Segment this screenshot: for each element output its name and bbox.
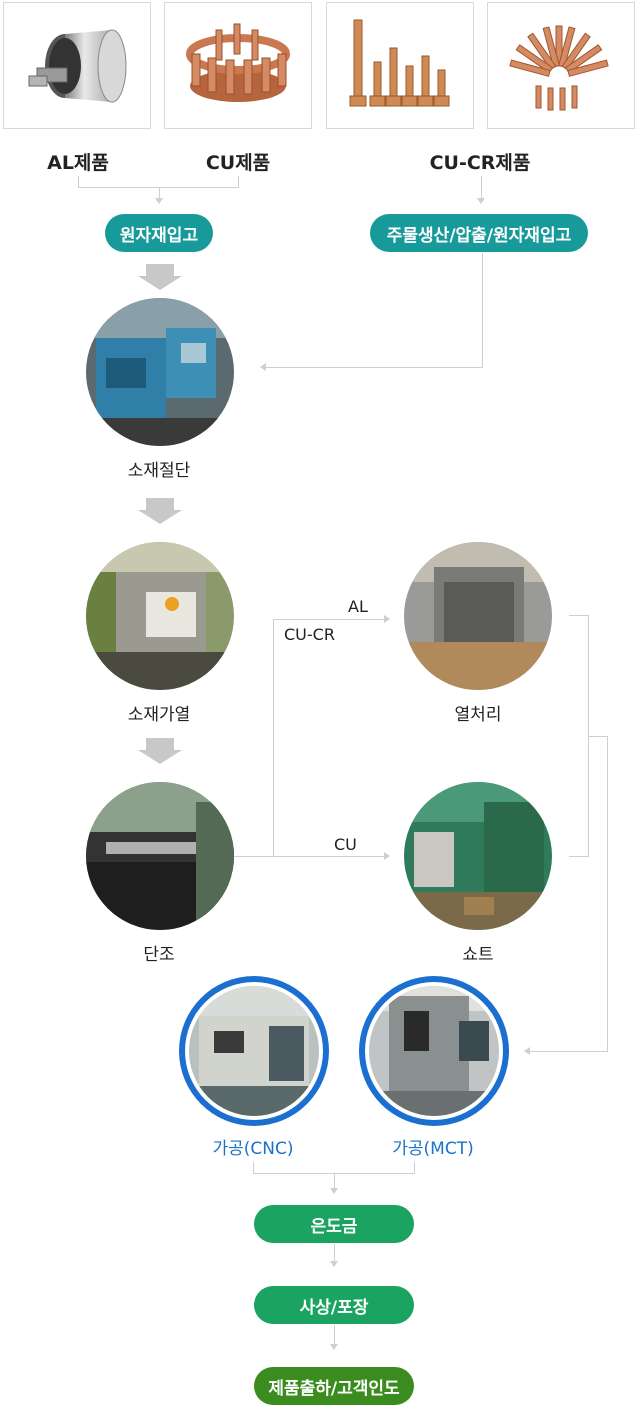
connector-line — [588, 736, 608, 737]
chevron-down-icon — [138, 498, 182, 524]
arrow-down-icon — [477, 198, 485, 204]
arrow-down-icon — [330, 1188, 338, 1194]
connector-line — [530, 1051, 608, 1052]
step-silver-plating: 은도금 — [254, 1205, 414, 1243]
copper-pins-icon — [509, 25, 609, 110]
branch-label-al: AL — [348, 597, 368, 616]
connector-line — [607, 736, 608, 1052]
connector-line — [266, 367, 483, 368]
branch-label-cu: CU — [334, 835, 357, 854]
cnc-lathe-icon — [185, 982, 323, 1120]
connector-line — [482, 253, 483, 367]
arrow-left-icon — [524, 1047, 530, 1055]
connector-line — [334, 1244, 335, 1262]
arrow-down-icon — [155, 198, 163, 204]
photo-shot-blasting — [404, 782, 552, 930]
arrow-down-icon — [330, 1261, 338, 1267]
copper-rods-icon — [349, 19, 450, 106]
product-label-al: AL제품 — [47, 152, 109, 174]
stage-label-heat-treatment: 열처리 — [454, 705, 502, 725]
product-image-cucr — [326, 2, 474, 129]
heat-treatment-furnace-icon — [404, 542, 552, 690]
stage-label-forging: 단조 — [143, 945, 175, 965]
photo-forging — [86, 782, 234, 930]
connector-line — [253, 1162, 254, 1174]
product-label-cu: CU제품 — [205, 152, 271, 174]
connector-line — [78, 187, 239, 188]
product-label-cucr: CU-CR제품 — [429, 152, 531, 174]
connector-line — [159, 187, 160, 201]
photo-cutting — [86, 298, 234, 446]
arrow-left-icon — [260, 363, 266, 371]
photo-mct-machining — [359, 976, 509, 1126]
photo-heating — [86, 542, 234, 690]
connector-line — [273, 619, 274, 857]
connector-line — [481, 176, 482, 200]
connector-line — [569, 856, 588, 857]
step-shipping: 제품출하/고객인도 — [254, 1367, 414, 1405]
connector-line — [334, 1173, 335, 1189]
connector-line — [238, 176, 239, 188]
chevron-down-icon — [138, 264, 182, 290]
stage-label-cutting: 소재절단 — [127, 461, 191, 481]
heating-furnace-icon — [86, 542, 234, 690]
photo-cnc-machining — [179, 976, 329, 1126]
arrow-right-icon — [384, 852, 390, 860]
shot-blasting-machine-icon — [404, 782, 552, 930]
product-image-al — [3, 2, 151, 129]
connector-line — [234, 856, 384, 857]
connector-line — [569, 615, 588, 616]
cutting-machine-icon — [86, 298, 234, 446]
connector-line — [273, 619, 384, 620]
step-finishing-packing: 사상/포장 — [254, 1286, 414, 1324]
aluminum-cylinder-icon — [28, 29, 127, 102]
stage-label-shot: 쇼트 — [462, 945, 494, 965]
connector-line — [334, 1325, 335, 1346]
step-casting-extrusion: 주물생산/압출/원자재입고 — [370, 214, 588, 252]
stage-label-heating: 소재가열 — [127, 705, 191, 725]
arrow-down-icon — [330, 1344, 338, 1350]
stage-label-cnc: 가공(CNC) — [212, 1139, 294, 1159]
connector-line — [78, 176, 79, 188]
connector-line — [414, 1162, 415, 1174]
step-raw-material: 원자재입고 — [105, 214, 213, 252]
stage-label-mct: 가공(MCT) — [392, 1139, 474, 1159]
product-image-cu — [164, 2, 312, 129]
arrow-right-icon — [384, 615, 390, 623]
chevron-down-icon — [138, 738, 182, 764]
mct-machining-center-icon — [365, 982, 503, 1120]
photo-heat-treatment — [404, 542, 552, 690]
branch-label-cucr: CU-CR — [284, 625, 335, 644]
copper-ring-part-icon — [186, 23, 290, 102]
forging-press-icon — [86, 782, 234, 930]
product-image-cu-pins — [487, 2, 635, 129]
